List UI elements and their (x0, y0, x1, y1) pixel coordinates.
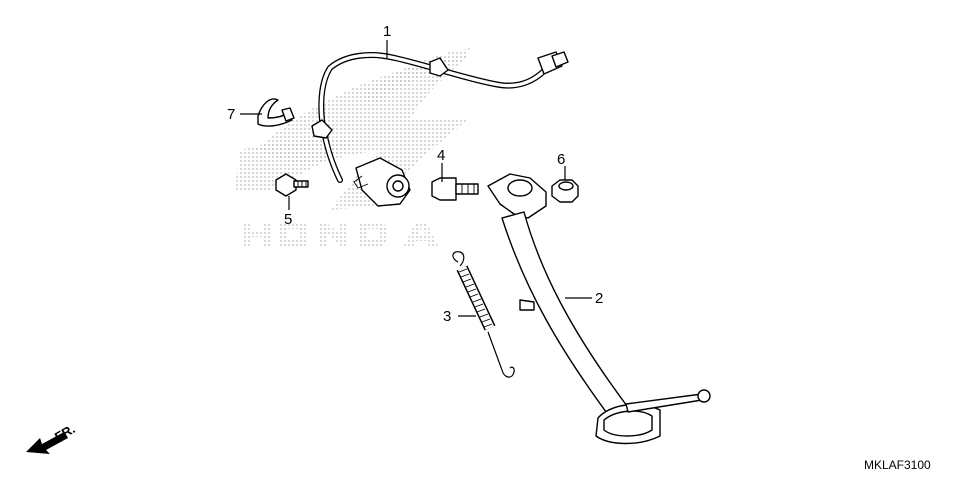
callout-4: 4 (437, 147, 445, 164)
callout-7: 7 (227, 106, 235, 123)
diagram-code: MKLAF3100 (864, 458, 931, 472)
front-direction-arrow-icon (26, 432, 68, 454)
callout-6: 6 (557, 151, 565, 168)
honda-wordmark-logo (242, 222, 438, 246)
callout-2: 2 (595, 290, 603, 307)
callout-3: 3 (443, 308, 451, 325)
lock-nut (551, 179, 579, 203)
callout-leaders (240, 40, 592, 317)
clip-band (257, 98, 295, 127)
side-stand-spring (452, 251, 515, 378)
callout-5: 5 (284, 211, 292, 228)
callout-1: 1 (383, 23, 391, 40)
side-stand (487, 173, 711, 445)
flange-bolt (275, 173, 309, 197)
side-stand-switch-harness (311, 51, 569, 207)
pivot-bolt (431, 177, 479, 201)
